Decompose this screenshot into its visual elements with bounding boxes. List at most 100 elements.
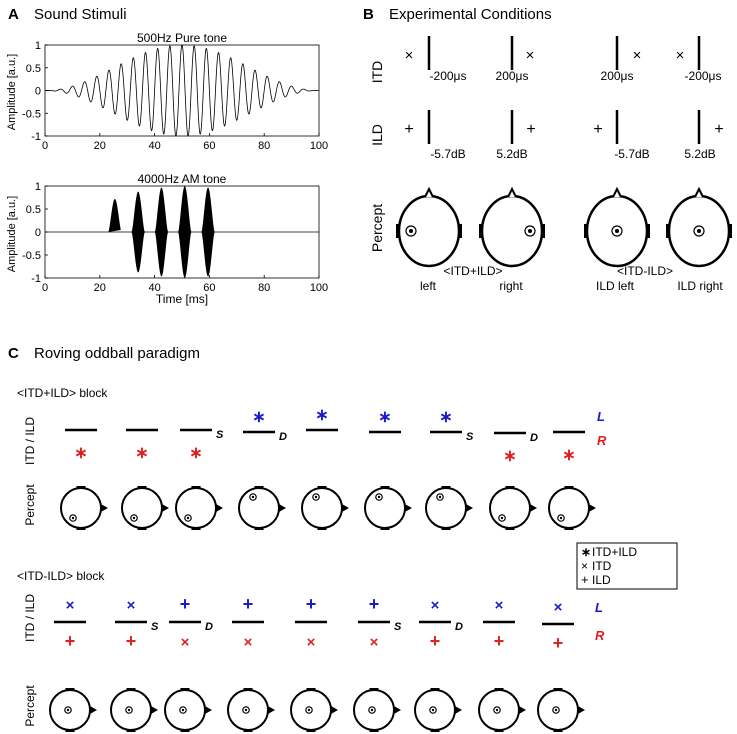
- chart1-xtick-label: 100: [310, 140, 328, 152]
- source-dot: [438, 495, 442, 499]
- trial-stimulus: ×+S: [115, 597, 159, 651]
- head-icon: [353, 688, 402, 732]
- percept-label-ild-right: ILD right: [677, 279, 723, 293]
- head-outline: [301, 487, 343, 529]
- source-ring: [693, 225, 705, 237]
- source-ring: [130, 514, 138, 522]
- chart2-xtick-label: 0: [42, 282, 48, 294]
- ild-condition-1: + -5.7dB: [404, 110, 466, 161]
- head-outline: [425, 487, 467, 529]
- ild-marker: +: [714, 121, 723, 138]
- head-icon: [364, 486, 413, 530]
- ild-marker: +: [404, 121, 413, 138]
- chart2-ytick-label: 0: [35, 227, 41, 239]
- nose-shape: [99, 503, 109, 513]
- source-ring: [498, 514, 506, 522]
- nose-shape: [464, 503, 474, 513]
- chart2-title: 4000Hz AM tone: [138, 172, 227, 186]
- source-dot: [181, 708, 185, 712]
- head-icon: [60, 486, 109, 530]
- head-outline: [489, 487, 531, 529]
- ild-condition-4: + 5.2dB: [684, 110, 724, 161]
- am-burst: [131, 191, 145, 273]
- head-outline: [397, 194, 461, 268]
- itd-condition-4: × -200μs: [676, 36, 721, 83]
- symbol-legend: ∗ ITD+ILD × ITD + ILD: [576, 542, 678, 590]
- nose-shape: [576, 705, 586, 715]
- head-outline: [110, 689, 152, 731]
- itd-marker: ×: [405, 47, 414, 64]
- source-dot: [554, 708, 558, 712]
- chart1-axes-box: [44, 44, 320, 137]
- source-ring: [305, 706, 313, 714]
- legend-label-ild: ILD: [592, 573, 611, 587]
- source-ring: [405, 225, 417, 237]
- ear-bottom: [430, 729, 440, 732]
- head-icon: [290, 688, 339, 732]
- percept-label-right: right: [499, 279, 523, 293]
- percept-label-left: left: [420, 279, 437, 293]
- ear-top: [430, 688, 440, 691]
- cross-icon: ×: [181, 634, 190, 651]
- ear-top: [441, 486, 451, 489]
- source-ring: [611, 225, 623, 237]
- row-label-itd: ITD: [369, 61, 385, 84]
- ear-bottom: [441, 527, 451, 530]
- source-dot: [377, 495, 381, 499]
- chart2-xtick-label: 60: [203, 282, 215, 294]
- head-outline: [537, 689, 579, 731]
- ear-top: [380, 486, 390, 489]
- ear-bottom: [76, 527, 86, 530]
- panel-b-letter: B: [363, 6, 374, 23]
- ear-bottom: [553, 729, 563, 732]
- nose-shape: [266, 705, 276, 715]
- chart1-ytick-label: 0.5: [26, 63, 41, 75]
- chart1-waveform: [45, 44, 319, 137]
- head-icon: [584, 186, 650, 268]
- itd-condition-1: × -200μs: [405, 36, 466, 83]
- ild-marker: +: [593, 121, 602, 138]
- chart2-ytick-label: -0.5: [22, 250, 41, 262]
- chart2-xtick-label: 80: [258, 282, 270, 294]
- chart2-ytick-label: 1: [35, 181, 41, 193]
- source-dot: [71, 516, 75, 520]
- ear-top: [76, 486, 86, 489]
- am-burst: [108, 198, 121, 232]
- nose-shape: [507, 186, 517, 198]
- head-icon: [537, 688, 586, 732]
- ear-right: [458, 224, 462, 238]
- source-dot: [244, 708, 248, 712]
- standard-marker: S: [394, 621, 402, 633]
- plus-icon: +: [430, 631, 441, 651]
- ear-top: [317, 486, 327, 489]
- source-dot: [251, 495, 255, 499]
- nose-shape: [517, 705, 527, 715]
- head-outline: [238, 487, 280, 529]
- nose-shape: [203, 705, 213, 715]
- block1-title: <ITD+ILD> block: [17, 386, 108, 400]
- block2-left-label: L: [595, 600, 603, 615]
- ear-top: [65, 688, 75, 691]
- ear-top: [126, 688, 136, 691]
- source-ring: [184, 514, 192, 522]
- am-burst: [154, 187, 169, 277]
- source-ring: [429, 706, 437, 714]
- source-dot: [697, 229, 701, 233]
- trial-stimulus: ∗S: [430, 409, 474, 443]
- head-icon: [110, 688, 159, 732]
- nose-shape: [149, 705, 159, 715]
- head-outline: [480, 194, 544, 268]
- ear-bottom: [126, 729, 136, 732]
- source-dot: [528, 229, 532, 233]
- source-ring: [375, 493, 383, 501]
- trial-stimulus: ∗S: [180, 428, 224, 462]
- deviant-marker: D: [530, 432, 538, 444]
- block1-right-label: R: [597, 433, 607, 448]
- ild-value: 5.2dB: [684, 147, 715, 161]
- source-ring: [125, 706, 133, 714]
- head-outline: [478, 689, 520, 731]
- trial-stimulus: ∗D: [494, 431, 538, 465]
- head-icon: [396, 186, 462, 268]
- ear-bottom: [65, 729, 75, 732]
